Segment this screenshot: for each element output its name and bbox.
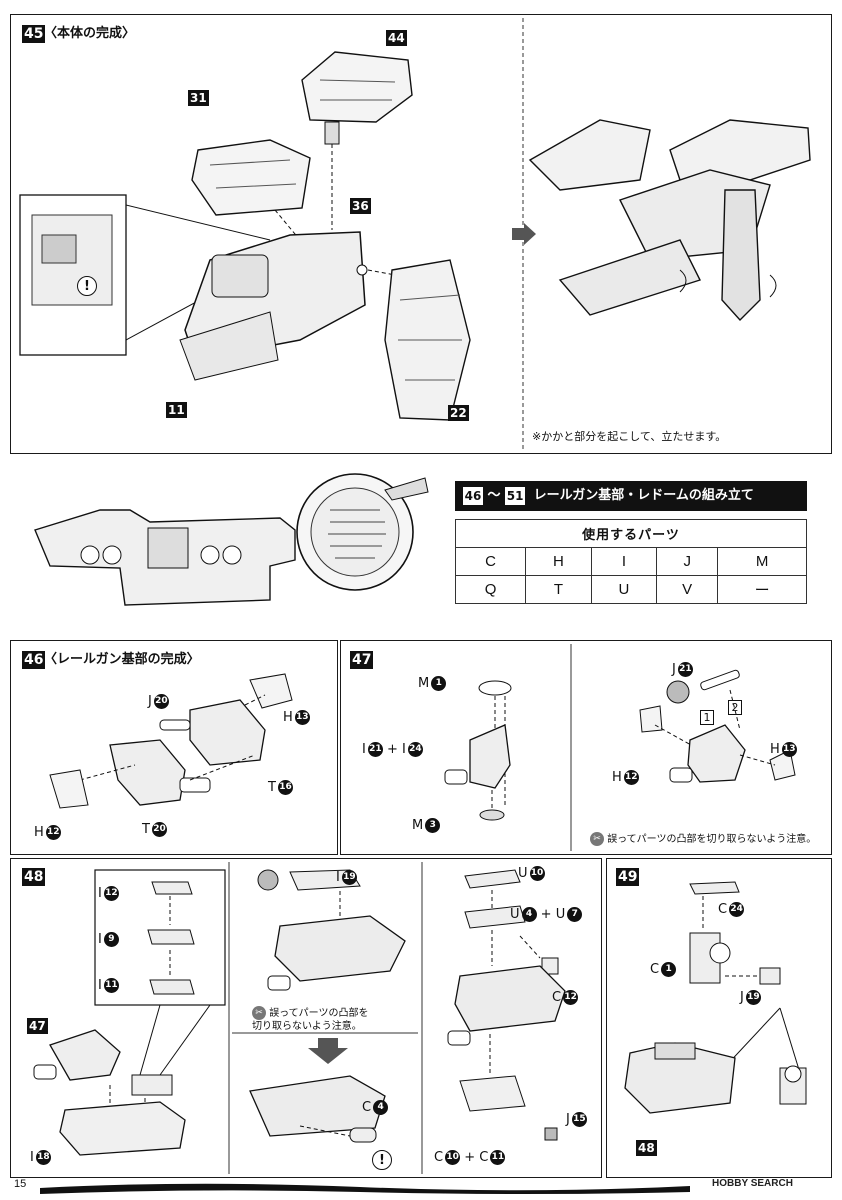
order-mark-2: 2 [728, 700, 742, 715]
step48-number: 48 [22, 868, 46, 886]
parts-section-title: レールガン基部・レドームの組み立て [533, 488, 754, 503]
step48-mid-illustration [249, 869, 406, 1143]
parts-table-header: 使用するパーツ [455, 519, 807, 548]
callout-48: 48 [636, 1140, 657, 1156]
callout-22: 22 [448, 405, 469, 421]
completed-robot-illustration [528, 119, 811, 322]
radome-assembly-illustration [34, 473, 429, 606]
caution-icon: ✂ [590, 832, 604, 846]
step47-divider [570, 644, 572, 851]
parts-row: Q T U V ー [454, 575, 807, 604]
caution-icon: ✂ [252, 1006, 266, 1020]
step48-caution: ✂ 誤ってパーツの凸部を切り取らないよう注意。 [252, 1006, 369, 1032]
order-mark-1: 1 [700, 710, 714, 725]
callout-36: 36 [350, 198, 371, 214]
callout-31: 31 [188, 90, 209, 106]
step46-title: 〈レールガン基部の完成〉 [44, 652, 200, 667]
parts-cell: V [656, 575, 719, 604]
step47-number: 47 [350, 651, 374, 669]
step45-number: 45 [22, 25, 46, 43]
step49-number: 49 [616, 868, 640, 886]
right-arrow-icon [512, 223, 536, 245]
parts-cell: T [525, 575, 592, 604]
parts-cell: ー [717, 575, 807, 604]
callout-44: 44 [386, 30, 407, 46]
step45-note: ※かかと部分を起こして、立たせます。 [532, 430, 727, 443]
parts-row: C H I J M [454, 547, 807, 576]
step49-panel [606, 858, 832, 1178]
step46-illustration [49, 673, 293, 809]
range-separator: 〜 [487, 488, 501, 503]
parts-cell: M [717, 547, 807, 576]
warning-icon: ! [77, 276, 97, 296]
step47-caution: ✂ 誤ってパーツの凸部を切り取らないよう注意。 [590, 832, 816, 846]
step47-left-illustration [444, 680, 512, 821]
step48-left-illustration [33, 869, 226, 1156]
page-number: 15 [14, 1178, 27, 1190]
footer-brush-stroke [40, 1183, 690, 1194]
step48-right-illustration [447, 869, 566, 1141]
range-start: 46 [463, 486, 483, 505]
watermark: HOBBY SEARCH [712, 1178, 793, 1189]
parts-cell: C [454, 547, 527, 576]
step47-right-illustration [639, 669, 796, 783]
step45-title: 〈本体の完成〉 [44, 26, 136, 41]
parts-cell: I [590, 547, 658, 576]
step46-number: 46 [22, 651, 46, 669]
step48-dividers [228, 862, 423, 1174]
parts-header: 46 〜 51 レールガン基部・レドームの組み立て [455, 481, 807, 511]
callout-47: 47 [27, 1018, 48, 1034]
callout-11: 11 [166, 402, 187, 418]
parts-cell: H [525, 547, 592, 576]
step49-illustration [624, 881, 807, 1114]
parts-table: 使用するパーツ C H I J M Q T U V ー [454, 519, 807, 604]
parts-cell: Q [454, 575, 527, 604]
step45-assembly-illustration [19, 51, 471, 421]
parts-cell: J [656, 547, 719, 576]
warning-icon: ! [372, 1150, 392, 1170]
range-end: 51 [505, 486, 526, 505]
step45-divider [522, 18, 524, 450]
parts-cell: U [590, 575, 658, 604]
